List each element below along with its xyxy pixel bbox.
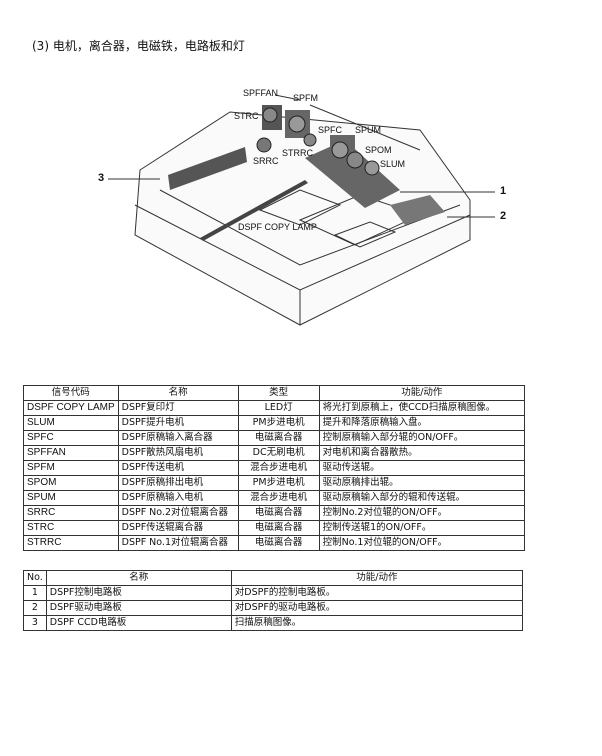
cell-type: 混合步进电机 (237, 460, 320, 476)
cell-signal-code: SPFC (23, 430, 119, 446)
cell-signal-code: SLUM (23, 415, 119, 431)
cell-name: DSPF提升电机 (117, 415, 239, 431)
cell-no: 2 (23, 600, 47, 616)
cell-name: DSPF控制电路板 (45, 585, 232, 601)
cell-type: 电磁离合器 (237, 505, 320, 521)
cell-name: DSPF No.1对位辊离合器 (117, 535, 239, 551)
callout-1: 1 (500, 185, 507, 197)
table-header-row: No. 名称 功能/动作 (23, 570, 524, 586)
header-type: 类型 (237, 385, 320, 401)
cell-type: DC无刷电机 (237, 445, 320, 461)
cell-function: 驱动原稿输入部分的辊和传送辊。 (318, 490, 526, 506)
label-slum: SLUM (380, 159, 406, 169)
cell-function: 将光打到原稿上，使CCD扫描原稿图像。 (318, 400, 526, 416)
label-spffan: SPFFAN (243, 88, 279, 98)
cell-signal-code: SPFFAN (23, 445, 119, 461)
cell-name: DSPF原稿排出电机 (117, 475, 239, 491)
cell-type: 电磁离合器 (237, 535, 320, 551)
cell-type: LED灯 (237, 400, 320, 416)
cell-name: DSPF传送辊离合器 (117, 520, 239, 536)
callout-2: 2 (500, 210, 507, 222)
label-spfm: SPFM (293, 93, 319, 103)
cell-signal-code: DSPF COPY LAMP (23, 400, 119, 416)
cell-name: DSPF原稿输入电机 (117, 490, 239, 506)
cell-signal-code: SPOM (23, 475, 119, 491)
cell-function: 提升和降落原稿输入盘。 (318, 415, 526, 431)
dspf-parts-diagram: SPFFAN SPFM STRC SPFC SPUM STRRC SPOM SR… (0, 0, 602, 360)
header-function: 功能/动作 (230, 570, 524, 586)
header-no: No. (23, 570, 47, 586)
label-spfc: SPFC (318, 125, 343, 135)
cell-function: 控制No.1对位辊的ON/OFF。 (318, 535, 526, 551)
cell-name: DSPF散热风扇电机 (117, 445, 239, 461)
cell-function: 驱动传送辊。 (318, 460, 526, 476)
cell-no: 1 (23, 585, 47, 601)
label-strc: STRC (234, 111, 259, 121)
cell-signal-code: SRRC (23, 505, 119, 521)
cell-function: 扫描原稿图像。 (230, 615, 524, 631)
header-name: 名称 (45, 570, 232, 586)
callout-3: 3 (98, 172, 105, 184)
cell-function: 驱动原稿排出辊。 (318, 475, 526, 491)
cell-function: 控制No.2对位辊的ON/OFF。 (318, 505, 526, 521)
cell-function: 对电机和离合器散热。 (318, 445, 526, 461)
cell-signal-code: STRRC (23, 535, 119, 551)
cell-type: 电磁离合器 (237, 430, 320, 446)
cell-name: DSPF No.2对位辊离合器 (117, 505, 239, 521)
dspf-illustration (108, 94, 495, 326)
cell-function: 控制传送辊1的ON/OFF。 (318, 520, 526, 536)
cell-type: 电磁离合器 (237, 520, 320, 536)
label-strrc: STRRC (282, 148, 313, 158)
cell-signal-code: SPFM (23, 460, 119, 476)
label-spom: SPOM (365, 145, 392, 155)
section-title: (3) 电机，离合器，电磁铁，电路板和灯 (32, 39, 245, 53)
header-signal-code: 信号代码 (23, 385, 119, 401)
label-spum: SPUM (355, 125, 382, 135)
label-dspf-copy-lamp: DSPF COPY LAMP (238, 222, 317, 232)
cell-name: DSPF复印灯 (117, 400, 239, 416)
cell-no: 3 (23, 615, 47, 631)
cell-type: 混合步进电机 (237, 490, 320, 506)
cell-signal-code: SPUM (23, 490, 119, 506)
cell-type: PM步进电机 (237, 475, 320, 491)
label-srrc: SRRC (253, 156, 279, 166)
cell-name: DSPF驱动电路板 (45, 600, 232, 616)
cell-signal-code: STRC (23, 520, 119, 536)
header-function: 功能/动作 (318, 385, 526, 401)
cell-type: PM步进电机 (237, 415, 320, 431)
table-header-row: 信号代码 名称 类型 功能/动作 (23, 385, 526, 401)
header-name: 名称 (117, 385, 239, 401)
cell-name: DSPF CCD电路板 (45, 615, 232, 631)
cell-name: DSPF传送电机 (117, 460, 239, 476)
cell-function: 对DSPF的驱动电路板。 (230, 600, 524, 616)
cell-function: 控制原稿输入部分辊的ON/OFF。 (318, 430, 526, 446)
cell-function: 对DSPF的控制电路板。 (230, 585, 524, 601)
cell-name: DSPF原稿输入离合器 (117, 430, 239, 446)
